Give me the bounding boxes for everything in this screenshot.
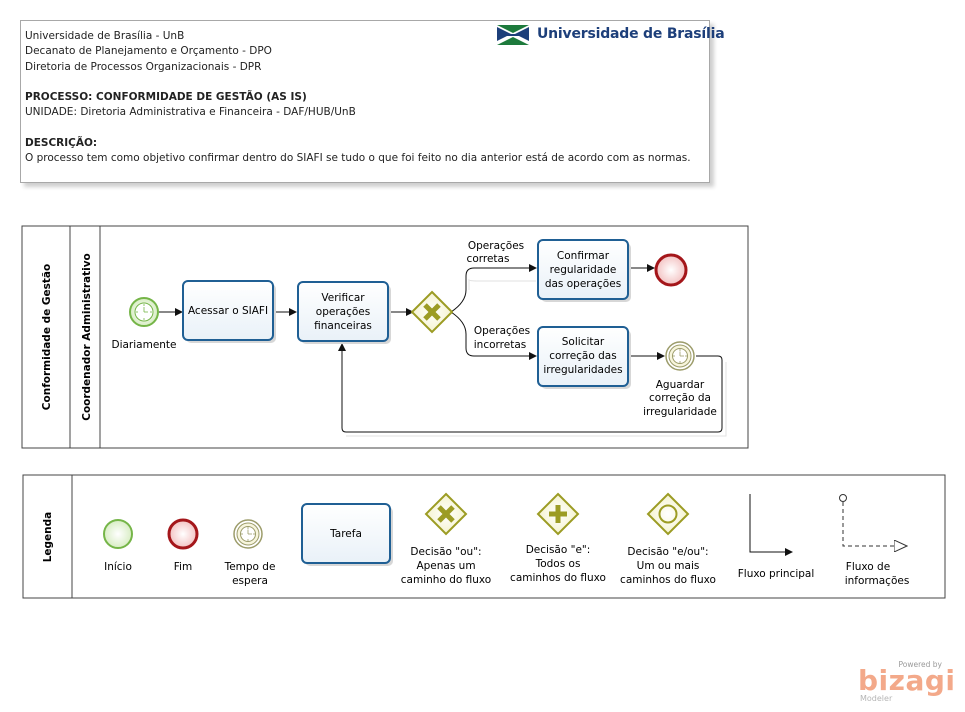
legend-or-gateway-icon — [646, 492, 690, 536]
task-verificar-line3: financeiras — [314, 320, 372, 332]
modeler-text: Modeler — [860, 694, 893, 703]
legend-xor-gateway-icon — [424, 492, 468, 536]
end-event[interactable] — [654, 253, 688, 287]
task-solicitar-line2: correção das — [549, 350, 616, 362]
wait-line2: correção da — [649, 392, 711, 404]
intermediate-timer-event[interactable] — [665, 341, 695, 371]
unb-logo-mark-icon — [497, 25, 529, 45]
legend-ou-line2: Apenas um — [416, 560, 475, 572]
lane-name: Coordenador Administrativo — [81, 253, 93, 421]
legend-fluxo-principal: Fluxo principal — [738, 568, 815, 580]
legend-eou-line1: Decisão "e/ou": — [627, 546, 708, 558]
branch-ok-line2: corretas — [467, 253, 510, 265]
legend-timer-icon — [233, 519, 263, 549]
task-confirmar-line1: Confirmar — [557, 250, 610, 262]
powered-by-text: Powered by — [898, 660, 942, 669]
timer-clock-icon — [673, 349, 687, 363]
start-timer-event[interactable] — [129, 297, 159, 327]
header-line-decanato: Decanato de Planejamento e Orçamento - D… — [25, 45, 272, 58]
branch-nok-line2: incorretas — [474, 339, 526, 351]
sequence-flows — [159, 264, 723, 433]
legend-e-line3: caminhos do fluxo — [510, 572, 606, 584]
legend-espera-line1: Tempo de — [224, 561, 276, 573]
exclusive-gateway[interactable] — [410, 290, 454, 334]
branch-ok-line1: Operações — [468, 240, 524, 252]
bizagi-logo: Powered by bizagi Modeler — [858, 660, 955, 706]
legend-fim: Fim — [174, 561, 192, 573]
task-verificar-line2: operações — [316, 306, 370, 318]
legend-end-icon — [167, 518, 199, 550]
header-descricao-text: O processo tem como objetivo confirmar d… — [25, 152, 691, 165]
task-solicitar-line3: irregularidades — [543, 364, 622, 376]
header-line-diretoria: Diretoria de Processos Organizacionais -… — [25, 60, 262, 73]
legend-title: Legenda — [42, 512, 54, 563]
gateway-x-icon — [423, 303, 441, 321]
bizagi-brand-text: bizagi — [858, 664, 956, 697]
task-solicitar-correcao[interactable]: Solicitar correção das irregularidades — [537, 326, 631, 389]
legend-eou-line3: caminhos do fluxo — [620, 574, 716, 586]
legend-task-icon: Tarefa — [301, 503, 393, 566]
legend-espera-line2: espera — [232, 575, 268, 587]
start-label: Diariamente — [111, 339, 176, 351]
legend-ou-line3: caminho do fluxo — [401, 574, 491, 586]
task-acessar-label: Acessar o SIAFI — [188, 305, 268, 317]
header-processo: PROCESSO: CONFORMIDADE DE GESTÃO (AS IS) — [25, 91, 307, 104]
task-confirmar-regularidade[interactable]: Confirmar regularidade das operações — [537, 239, 631, 302]
legend-e-line1: Decisão "e": — [526, 544, 591, 556]
legend-and-gateway-icon — [536, 492, 580, 536]
legend-e-line2: Todos os — [535, 558, 581, 570]
task-verificar-line1: Verificar — [321, 292, 365, 304]
unb-logo: Universidade de Brasília — [497, 25, 725, 47]
legend-info-flow-icon — [839, 494, 908, 547]
legend-fluxo-info-line1: Fluxo de — [846, 561, 890, 573]
header-text: Universidade de Brasília - UnB Decanato … — [25, 29, 691, 167]
wait-line3: irregularidade — [643, 406, 717, 418]
legend-main-flow-icon — [749, 494, 793, 556]
pool-name: Conformidade de Gestão — [41, 264, 53, 410]
header-unidade: UNIDADE: Diretoria Administrativa e Fina… — [25, 106, 356, 119]
task-acessar-siafi[interactable]: Acessar o SIAFI — [182, 280, 276, 343]
task-confirmar-line2: regularidade — [550, 264, 617, 276]
legend-tarefa: Tarefa — [329, 528, 362, 540]
flow-shadows — [346, 278, 727, 437]
legend-eou-line2: Um ou mais — [637, 560, 700, 572]
header-line-university: Universidade de Brasília - UnB — [25, 30, 185, 42]
header-descricao-label: DESCRIÇÃO: — [25, 137, 98, 150]
legend-inicio: Início — [104, 561, 132, 573]
legend-ou-line1: Decisão "ou": — [410, 546, 481, 558]
legend-fluxo-info-line2: informações — [845, 575, 910, 587]
branch-nok-line1: Operações — [474, 325, 530, 337]
task-verificar-operacoes[interactable]: Verificar operações financeiras — [297, 281, 391, 344]
unb-logo-text: Universidade de Brasília — [537, 26, 725, 42]
task-confirmar-line3: das operações — [545, 278, 621, 290]
legend-start-icon — [103, 519, 133, 549]
process-header: Universidade de Brasília - UnB Decanato … — [20, 20, 725, 183]
wait-line1: Aguardar — [656, 379, 705, 391]
task-solicitar-line1: Solicitar — [562, 336, 605, 348]
